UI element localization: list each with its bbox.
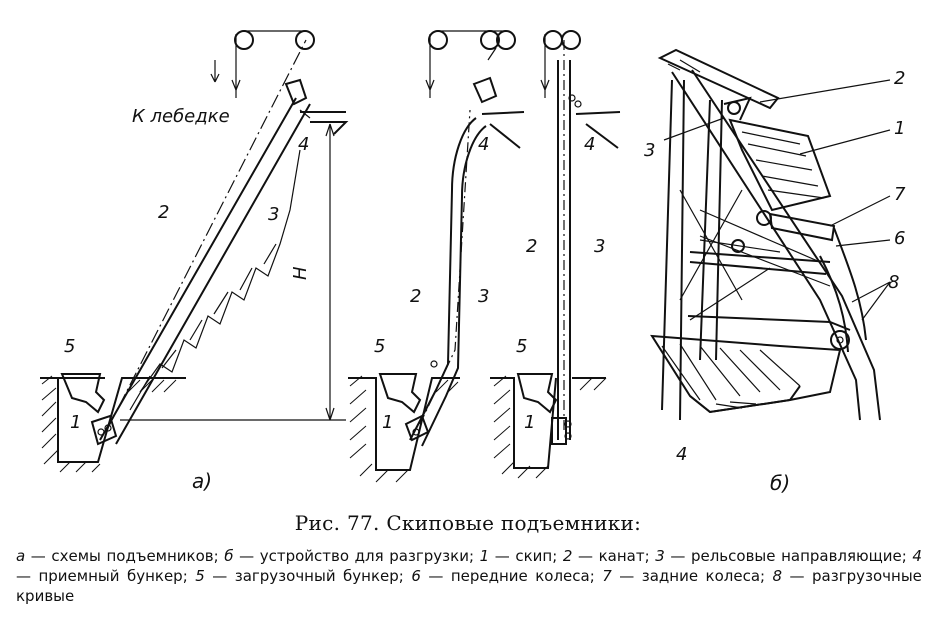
legend-entry: 3 — рельсовые направляющие; xyxy=(655,547,907,565)
label-2-d: 2 xyxy=(894,68,905,89)
legend-entry: 6 — передние колеса; xyxy=(411,567,595,585)
label-1-d: 1 xyxy=(894,118,905,139)
legend-text: загрузочный бункер; xyxy=(234,567,404,585)
label-5-a: 5 xyxy=(64,336,75,357)
legend-text: приемный бункер; xyxy=(38,567,188,585)
label-1-a: 1 xyxy=(70,412,81,433)
inclined-hoist-scheme xyxy=(40,30,349,473)
legend-entry: 2 — канат; xyxy=(562,547,650,565)
legend-entry: 7 — задние колеса; xyxy=(602,567,766,585)
label-2-c: 2 xyxy=(526,236,537,257)
unloading-device-drawing xyxy=(650,48,881,421)
label-4-a: 4 xyxy=(298,134,309,155)
label-1-b: 1 xyxy=(382,412,393,433)
label-2-a: 2 xyxy=(158,202,169,223)
label-3-d: 3 xyxy=(644,140,655,161)
legend-text: рельсовые направляющие; xyxy=(690,547,907,565)
legend-entry: 5 — загрузочный бункер; xyxy=(195,567,404,585)
legend-key: 2 xyxy=(562,547,573,565)
figure-legend: а — схемы подъемников; б — устройство дл… xyxy=(16,546,922,606)
legend-entry: 1 — скип; xyxy=(479,547,558,565)
figure-caption-title: Рис. 77. Скиповые подъемники: xyxy=(294,511,642,535)
label-3-a: 3 xyxy=(268,204,279,225)
vertical-hoist-scheme xyxy=(490,30,621,479)
legend-key: 5 xyxy=(195,567,205,585)
legend-text: задние колеса; xyxy=(641,567,766,585)
legend-entry: а — схемы подъемников; xyxy=(16,547,219,565)
label-5-b: 5 xyxy=(374,336,385,357)
legend-text: устройство для разгрузки; xyxy=(259,547,475,565)
label-3-b: 3 xyxy=(478,286,489,307)
label-1-c: 1 xyxy=(524,412,535,433)
legend-text: скип; xyxy=(515,547,558,565)
label-3-c: 3 xyxy=(594,236,605,257)
panel-b-label: б) xyxy=(770,471,790,495)
legend-text: схемы подъемников; xyxy=(51,547,219,565)
label-4-d: 4 xyxy=(676,444,687,465)
skip-hoist-figure: К лебедке H 4 2 3 5 1 4 2 3 5 1 4 2 3 5 … xyxy=(40,30,906,495)
label-2-b: 2 xyxy=(410,286,421,307)
label-4-c: 4 xyxy=(584,134,595,155)
legend-text: разгрузочные кривые xyxy=(16,567,922,605)
figure-labels: К лебедке H 4 2 3 5 1 4 2 3 5 1 4 2 3 5 … xyxy=(64,68,906,495)
height-dimension-label: H xyxy=(290,266,311,280)
legend-key: 3 xyxy=(655,547,665,565)
label-7-d: 7 xyxy=(894,184,906,205)
legend-text: передние колеса; xyxy=(450,567,595,585)
legend-key: 8 xyxy=(772,567,783,585)
label-6-d: 6 xyxy=(894,228,905,249)
winch-label: К лебедке xyxy=(132,106,230,127)
label-8-d: 8 xyxy=(888,272,899,293)
legend-key: 4 xyxy=(912,547,922,565)
legend-key: б xyxy=(224,547,234,565)
legend-key: 1 xyxy=(479,547,490,565)
panel-a-label: a) xyxy=(192,469,212,493)
legend-entry: б — устройство для разгрузки; xyxy=(224,547,475,565)
label-4-b: 4 xyxy=(478,134,489,155)
legend-key: 7 xyxy=(602,567,612,585)
legend-key: 6 xyxy=(411,567,421,585)
label-5-c: 5 xyxy=(516,336,527,357)
curved-rail-hoist-scheme xyxy=(348,30,525,483)
legend-text: канат; xyxy=(598,547,650,565)
legend-key: а xyxy=(16,547,26,565)
legend-entry: 8 — разгрузочные кривые xyxy=(16,567,922,605)
legend-entry: 4 — приемный бункер; xyxy=(16,547,922,585)
